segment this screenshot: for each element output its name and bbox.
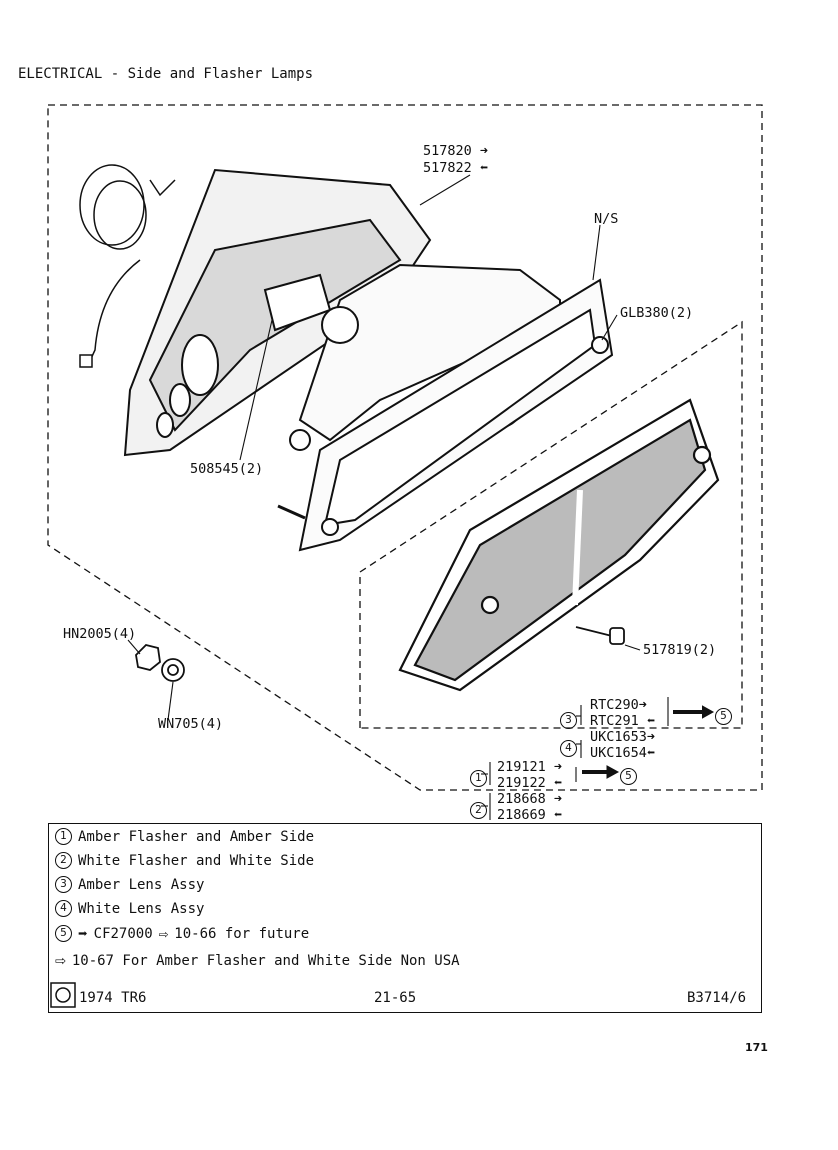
solid-arrow-icon: ➡: [78, 924, 88, 943]
part-label-219121: 219121 ➜: [497, 759, 563, 775]
part-label-hn2005: HN2005(4): [63, 626, 137, 642]
callout-2: 2: [470, 798, 487, 819]
callout-4: 4: [560, 736, 577, 757]
stud: [277, 504, 306, 520]
footer-ref: 21-65: [374, 990, 417, 1006]
right-arrow-icon: ➜: [553, 759, 563, 775]
part-label-ukc1654: UKC1654⬅: [590, 745, 656, 761]
part-label-517819: 517819(2): [643, 642, 717, 658]
part-label-ns: N/S: [594, 211, 619, 227]
legend-row-4: 4 White Lens Assy: [55, 900, 204, 917]
outline-arrow-icon: ⇨: [158, 924, 169, 943]
lens-screw: [575, 626, 625, 645]
nut-and-washer: [135, 644, 185, 682]
footer-plate: B3714/6: [687, 990, 747, 1006]
part-label-218669: 218669 ⬅: [497, 807, 563, 823]
right-arrow-icon: ➜: [638, 697, 647, 713]
page-title: ELECTRICAL - Side and Flasher Lamps: [18, 66, 314, 82]
assembly-boundary: [47, 104, 763, 791]
part-label-rtc291: RTC291 ⬅: [590, 713, 656, 729]
legend-row-5: 5 ➡ CF27000⇨ 10-66 for future: [55, 924, 309, 943]
legend-box: 1 Amber Flasher and Amber Side 2 White F…: [48, 823, 762, 1013]
left-arrow-icon: ⬅: [479, 160, 489, 176]
left-arrow-icon: ⬅: [646, 745, 656, 761]
wiring: [79, 164, 176, 368]
left-arrow-icon: ⬅: [553, 775, 563, 791]
legend-row-6: ⇨ 10-67 For Amber Flasher and White Side…: [55, 950, 460, 971]
left-arrow-icon: ⬅: [646, 713, 656, 729]
part-label-219122: 219122 ⬅: [497, 775, 563, 791]
callout-3: 3: [560, 708, 577, 729]
supersession-arrows: [582, 705, 715, 779]
part-label-rtc290: RTC290➜: [590, 697, 647, 713]
page-number: 171: [745, 1041, 768, 1054]
part-label-517820: 517820 ➜: [423, 143, 489, 159]
part-label-glb380: GLB380(2): [620, 305, 694, 321]
lens-boundary: [359, 320, 743, 729]
right-arrow-icon: ➜: [553, 791, 563, 807]
part-label-ukc1653: UKC1653➜: [590, 729, 656, 745]
part-label-517822: 517822 ⬅: [423, 160, 489, 176]
part-label-508545: 508545(2): [190, 461, 264, 477]
lens-gasket: [298, 278, 614, 552]
left-arrow-icon: ⬅: [553, 807, 563, 823]
callout-5: 5: [715, 704, 732, 725]
triumph-logo-icon: [50, 982, 76, 1012]
outline-arrow-icon: ⇨: [55, 950, 66, 971]
legend-row-3: 3 Amber Lens Assy: [55, 876, 204, 893]
callout-5b: 5: [620, 764, 637, 785]
right-arrow-icon: ➜: [646, 729, 656, 745]
lens: [398, 398, 720, 692]
legend-row-1: 1 Amber Flasher and Amber Side: [55, 828, 314, 845]
legend-row-2: 2 White Flasher and White Side: [55, 852, 314, 869]
footer-model: 1974 TR6: [79, 990, 147, 1006]
part-label-218668: 218668 ➜: [497, 791, 563, 807]
part-label-wn705: WN705(4): [158, 716, 224, 732]
callout-1: 1: [470, 766, 487, 787]
leader-lines: [127, 174, 669, 820]
bulb-clip: [263, 273, 359, 344]
logo-graphic: [50, 982, 76, 1008]
right-arrow-icon: ➜: [479, 143, 489, 159]
